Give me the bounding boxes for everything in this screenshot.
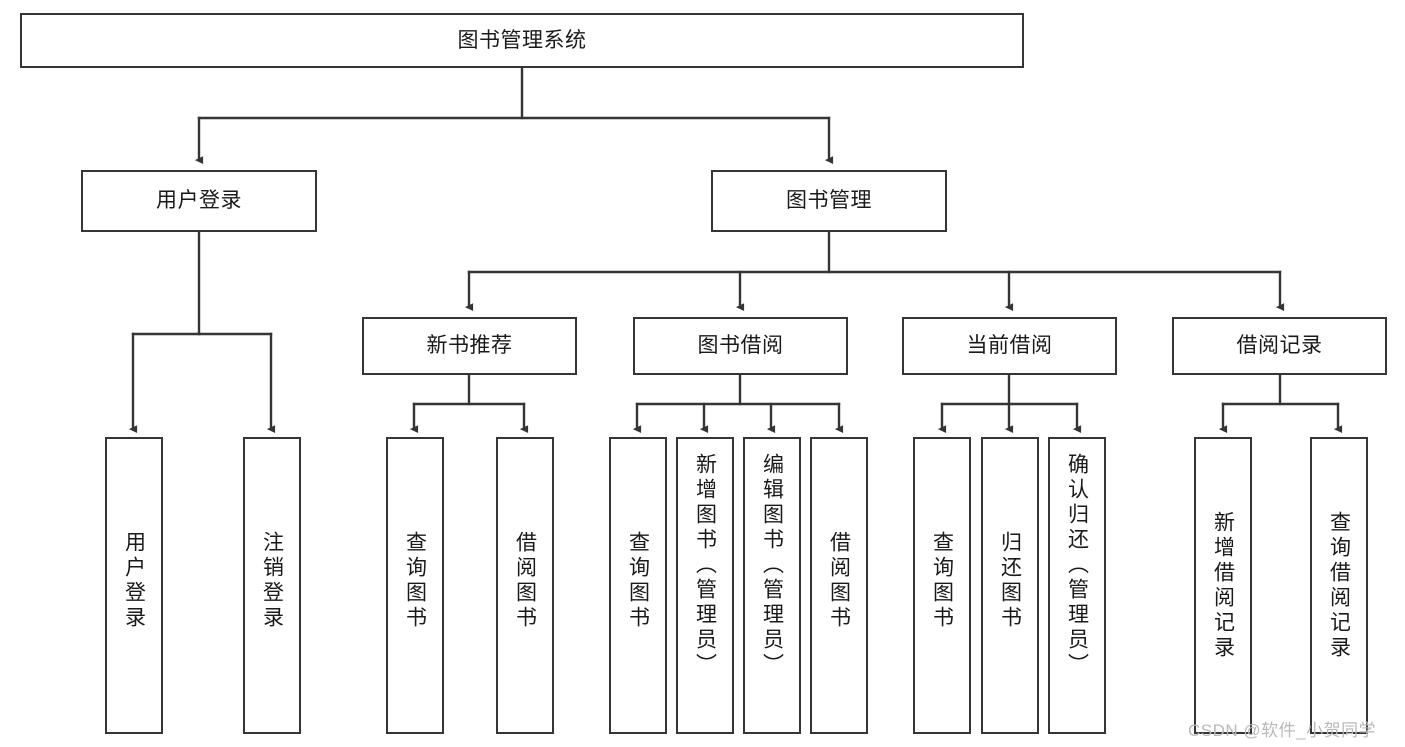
leaf-current-borrow-query-label: 查询图书 (930, 531, 954, 631)
node-book-borrow[interactable]: 图书借阅 (633, 317, 848, 375)
leaf-book-borrow-edit-label: 编辑图书（管理员） (760, 453, 784, 678)
node-new-book-recommend[interactable]: 新书推荐 (362, 317, 577, 375)
leaf-current-borrow-return-label: 归还图书 (998, 531, 1022, 631)
node-current-borrow[interactable]: 当前借阅 (902, 317, 1117, 375)
node-user-login-label: 用户登录 (156, 189, 242, 213)
node-root-system[interactable]: 图书管理系统 (20, 13, 1024, 68)
leaf-current-borrow-confirm-label: 确认归还（管理员） (1065, 453, 1089, 678)
leaf-current-borrow-confirm[interactable]: 确认归还（管理员） (1048, 437, 1106, 734)
node-book-borrow-label: 图书借阅 (697, 334, 784, 358)
leaf-book-borrow-borrow[interactable]: 借阅图书 (810, 437, 868, 734)
node-root-system-label: 图书管理系统 (457, 28, 587, 52)
leaf-book-borrow-edit[interactable]: 编辑图书（管理员） (743, 437, 801, 734)
leaf-book-borrow-borrow-label: 借阅图书 (827, 531, 851, 631)
leaf-borrow-record-query[interactable]: 查询借阅记录 (1310, 437, 1368, 734)
node-user-login[interactable]: 用户登录 (81, 170, 317, 232)
leaf-book-borrow-query[interactable]: 查询图书 (609, 437, 667, 734)
leaf-book-borrow-add-label: 新增图书（管理员） (693, 453, 717, 678)
node-current-borrow-label: 当前借阅 (966, 334, 1053, 358)
node-new-book-recommend-label: 新书推荐 (426, 334, 513, 358)
leaf-current-borrow-query[interactable]: 查询图书 (913, 437, 971, 734)
leaf-borrow-record-query-label: 查询借阅记录 (1327, 511, 1351, 661)
leaf-current-borrow-return[interactable]: 归还图书 (981, 437, 1039, 734)
leaf-book-borrow-query-label: 查询图书 (626, 531, 650, 631)
leaf-new-book-query-label: 查询图书 (403, 531, 427, 631)
leaf-user-login-login-label: 用户登录 (122, 531, 146, 631)
leaf-user-login-logout-label: 注销登录 (260, 531, 284, 631)
leaf-borrow-record-add-label: 新增借阅记录 (1211, 511, 1235, 661)
node-borrow-record-label: 借阅记录 (1236, 334, 1323, 358)
leaf-user-login-logout[interactable]: 注销登录 (243, 437, 301, 734)
leaf-user-login-login[interactable]: 用户登录 (105, 437, 163, 734)
leaf-new-book-query[interactable]: 查询图书 (386, 437, 444, 734)
leaf-borrow-record-add[interactable]: 新增借阅记录 (1194, 437, 1252, 734)
leaf-new-book-borrow-label: 借阅图书 (513, 531, 537, 631)
node-borrow-record[interactable]: 借阅记录 (1172, 317, 1387, 375)
leaf-new-book-borrow[interactable]: 借阅图书 (496, 437, 554, 734)
node-book-management-label: 图书管理 (786, 189, 872, 213)
leaf-book-borrow-add[interactable]: 新增图书（管理员） (676, 437, 734, 734)
node-book-management[interactable]: 图书管理 (711, 170, 947, 232)
